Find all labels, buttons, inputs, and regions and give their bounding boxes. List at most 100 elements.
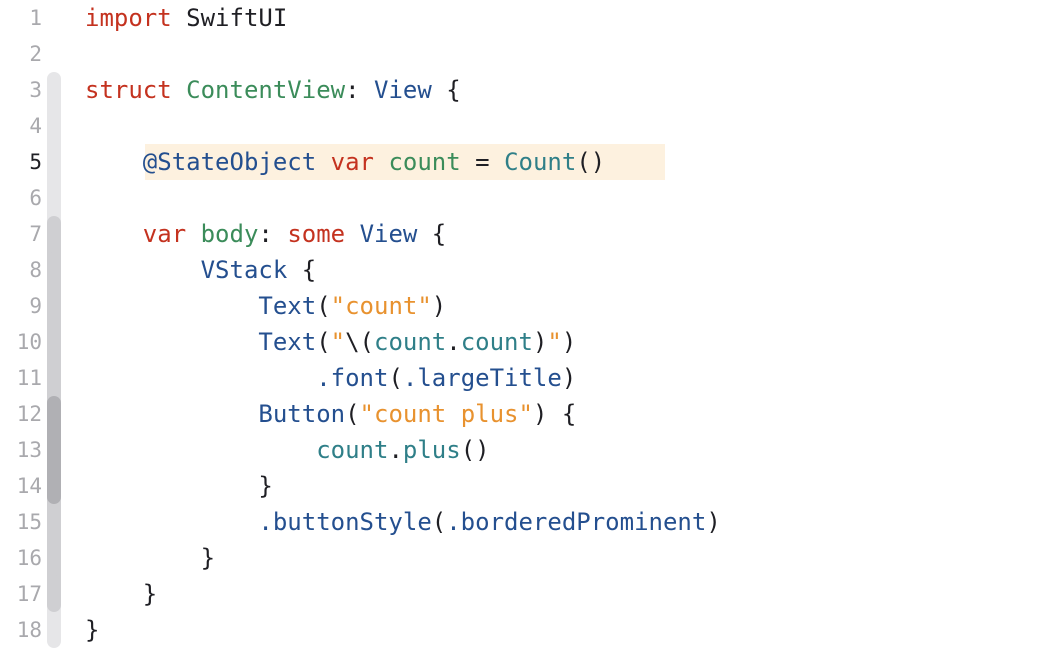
line-number[interactable]: 3 <box>29 78 42 102</box>
code-token-plain <box>316 148 330 176</box>
code-token-type: @StateObject <box>142 148 317 176</box>
code-token-keyword: var <box>142 220 187 248</box>
code-token-declaration: count <box>388 148 461 176</box>
code-token-plain <box>85 436 316 464</box>
code-token-member: count <box>374 328 447 356</box>
code-token-member: plus <box>402 436 461 464</box>
code-token-plain: } <box>85 544 216 572</box>
code-line[interactable]: struct ContentView: View { <box>85 72 461 108</box>
code-token-type: .font <box>316 364 389 392</box>
fold-range-marker[interactable] <box>47 396 61 504</box>
code-token-type: View <box>374 76 432 104</box>
code-token-plain: ( <box>316 292 331 320</box>
line-number[interactable]: 17 <box>16 582 42 606</box>
code-token-plain <box>85 508 258 536</box>
code-line[interactable]: count.plus() <box>85 432 490 468</box>
code-token-plain: ( <box>431 508 447 536</box>
code-token-plain <box>85 400 258 428</box>
code-token-member: Count <box>504 148 577 176</box>
code-token-plain: ( <box>388 364 403 392</box>
code-token-type: Button <box>258 400 346 428</box>
code-token-plain: () <box>576 148 606 176</box>
code-token-plain <box>172 76 186 104</box>
code-line[interactable]: .font(.largeTitle) <box>85 360 576 396</box>
line-number[interactable]: 5 <box>29 150 42 174</box>
code-token-plain: () <box>460 436 490 464</box>
code-token-type: .borderedProminent <box>446 508 707 536</box>
code-token-declaration: body <box>200 220 259 248</box>
code-token-type: View <box>359 220 418 248</box>
code-token-plain: ( <box>345 400 360 428</box>
line-number[interactable]: 4 <box>29 114 42 138</box>
code-token-type: VStack <box>200 256 288 284</box>
code-line[interactable]: Button("count plus") { <box>85 396 576 432</box>
code-token-plain: } <box>85 472 273 500</box>
line-number[interactable]: 18 <box>16 618 42 642</box>
code-token-keyword: var <box>330 148 374 176</box>
code-token-string: " <box>330 328 346 356</box>
code-token-plain <box>85 220 143 248</box>
code-line[interactable]: import SwiftUI <box>85 0 287 36</box>
code-line[interactable]: Text("\(count.count)") <box>85 324 576 360</box>
code-token-plain: : <box>345 76 375 104</box>
code-token-plain: } <box>85 580 158 608</box>
code-token-plain <box>85 328 258 356</box>
code-line[interactable]: var body: some View { <box>85 216 446 252</box>
code-token-string: "count plus" <box>359 400 533 428</box>
code-token-plain: \( <box>345 328 374 356</box>
code-folding-ribbon[interactable] <box>45 0 63 652</box>
code-token-string: " <box>547 328 562 356</box>
line-number[interactable]: 8 <box>29 258 42 282</box>
line-number[interactable]: 14 <box>16 474 42 498</box>
line-number[interactable]: 1 <box>29 6 42 30</box>
code-token-plain: ( <box>316 328 331 356</box>
code-line[interactable]: VStack { <box>85 252 317 288</box>
line-number[interactable]: 12 <box>16 402 42 426</box>
line-number[interactable]: 15 <box>16 510 42 534</box>
code-line[interactable]: } <box>85 612 99 648</box>
code-token-type: .buttonStyle <box>258 508 432 536</box>
code-token-plain: : <box>258 220 288 248</box>
code-token-plain: . <box>446 328 461 356</box>
code-token-plain: ) <box>532 328 548 356</box>
line-number[interactable]: 6 <box>29 186 42 210</box>
code-token-plain: . <box>388 436 403 464</box>
code-token-keyword: some <box>287 220 346 248</box>
line-number[interactable]: 2 <box>29 42 42 66</box>
code-token-plain <box>345 220 359 248</box>
code-token-plain <box>85 364 316 392</box>
code-line[interactable]: } <box>85 468 273 504</box>
code-token-member: count <box>316 436 389 464</box>
code-token-member: count <box>460 328 533 356</box>
code-token-plain: { <box>287 256 317 284</box>
code-token-plain: = <box>460 148 505 176</box>
code-token-plain: ) <box>561 364 577 392</box>
line-number[interactable]: 10 <box>16 330 42 354</box>
line-number[interactable]: 9 <box>29 294 42 318</box>
code-token-plain: ) <box>431 292 447 320</box>
code-line[interactable]: } <box>85 576 157 612</box>
code-token-string: "count" <box>330 292 432 320</box>
code-token-declaration: ContentView <box>186 76 346 104</box>
code-token-plain <box>374 148 388 176</box>
line-number[interactable]: 11 <box>16 366 42 390</box>
line-number[interactable]: 13 <box>16 438 42 462</box>
code-token-plain: } <box>85 616 100 644</box>
code-line[interactable]: .buttonStyle(.borderedProminent) <box>85 504 720 540</box>
code-token-type: Text <box>258 292 317 320</box>
code-token-type: .largeTitle <box>402 364 562 392</box>
code-token-type: Text <box>258 328 317 356</box>
code-line[interactable]: Text("count") <box>85 288 446 324</box>
code-token-plain <box>85 292 258 320</box>
line-number[interactable]: 16 <box>16 546 42 570</box>
line-number[interactable]: 7 <box>29 222 42 246</box>
code-line[interactable]: } <box>85 540 215 576</box>
code-line[interactable]: @StateObject var count = Count() <box>85 144 665 180</box>
code-token-plain: { <box>417 220 447 248</box>
code-token-keyword: import <box>85 4 172 32</box>
code-token-plain <box>85 148 143 176</box>
code-token-keyword: struct <box>85 76 172 104</box>
code-token-plain: SwiftUI <box>171 4 288 32</box>
